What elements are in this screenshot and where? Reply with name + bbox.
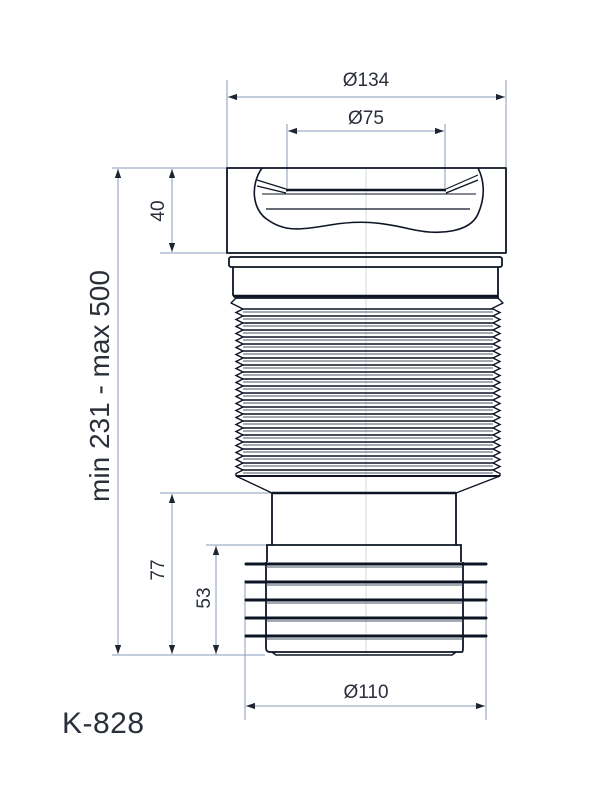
outlet-fins: [244, 562, 488, 638]
corrugated-section: [234, 308, 502, 494]
dim-53-label: 53: [194, 587, 215, 608]
dimension-arrows: [114, 93, 505, 710]
ring: [228, 256, 503, 268]
dim-134-label: Ø134: [343, 70, 390, 91]
dim-110-label: Ø110: [343, 682, 388, 703]
dim-75-label: Ø75: [348, 108, 384, 129]
pipe-outline: [226, 167, 507, 310]
model-number: K-828: [62, 707, 145, 740]
dimension-lines: [112, 80, 507, 720]
dim-77-label: 77: [148, 559, 169, 580]
dim-40-label: 40: [148, 200, 169, 221]
dim-overall-label: min 231 - max 500: [84, 270, 115, 502]
collar: [232, 267, 499, 299]
top-cap: [226, 167, 507, 254]
cap-window: [253, 167, 485, 234]
outlet-section: [244, 491, 488, 656]
